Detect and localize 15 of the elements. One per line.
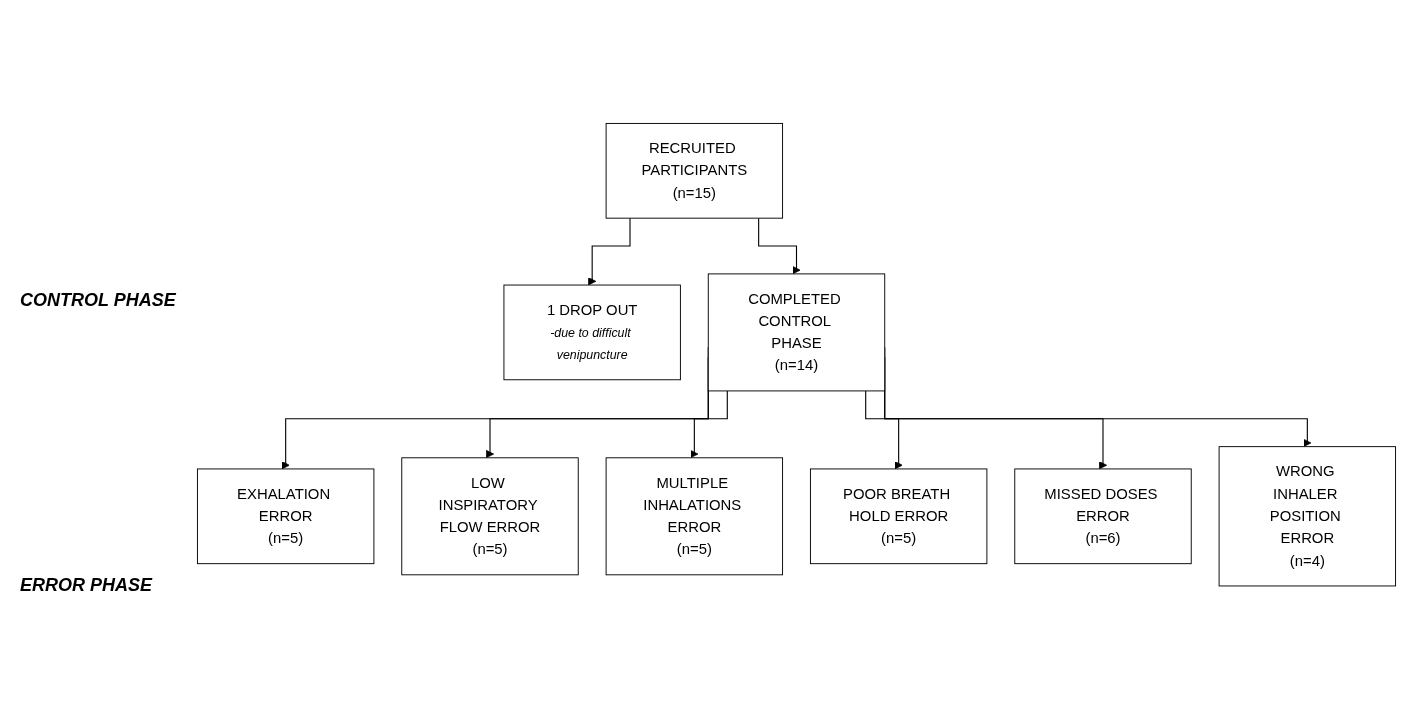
node-box: WRONG INHALER POSITION ERROR (n=4) <box>1218 445 1397 587</box>
node-box: 1 DROP OUT -due to difficult venipuncture <box>503 284 681 381</box>
node-box: EXHALATION ERROR (n=5) <box>196 468 375 564</box>
arrow <box>758 217 801 275</box>
arrow <box>690 390 728 458</box>
arrow <box>588 217 631 286</box>
phase-label: ERROR PHASE <box>20 575 153 596</box>
node-box: RECRUITED PARTICIPANTS (n=15) <box>605 122 784 219</box>
node-box: MISSED DOSES ERROR (n=6) <box>1014 468 1192 564</box>
arrow <box>865 390 903 470</box>
node-box: MULTIPLE INHALATIONS ERROR (n=5) <box>605 457 784 576</box>
node-box: COMPLETED CONTROL PHASE (n=14) <box>707 273 886 392</box>
node-box: POOR BREATH HOLD ERROR (n=5) <box>809 468 988 564</box>
node-box: LOW INSPIRATORY FLOW ERROR (n=5) <box>401 457 579 576</box>
phase-label: CONTROL PHASE <box>20 290 176 311</box>
